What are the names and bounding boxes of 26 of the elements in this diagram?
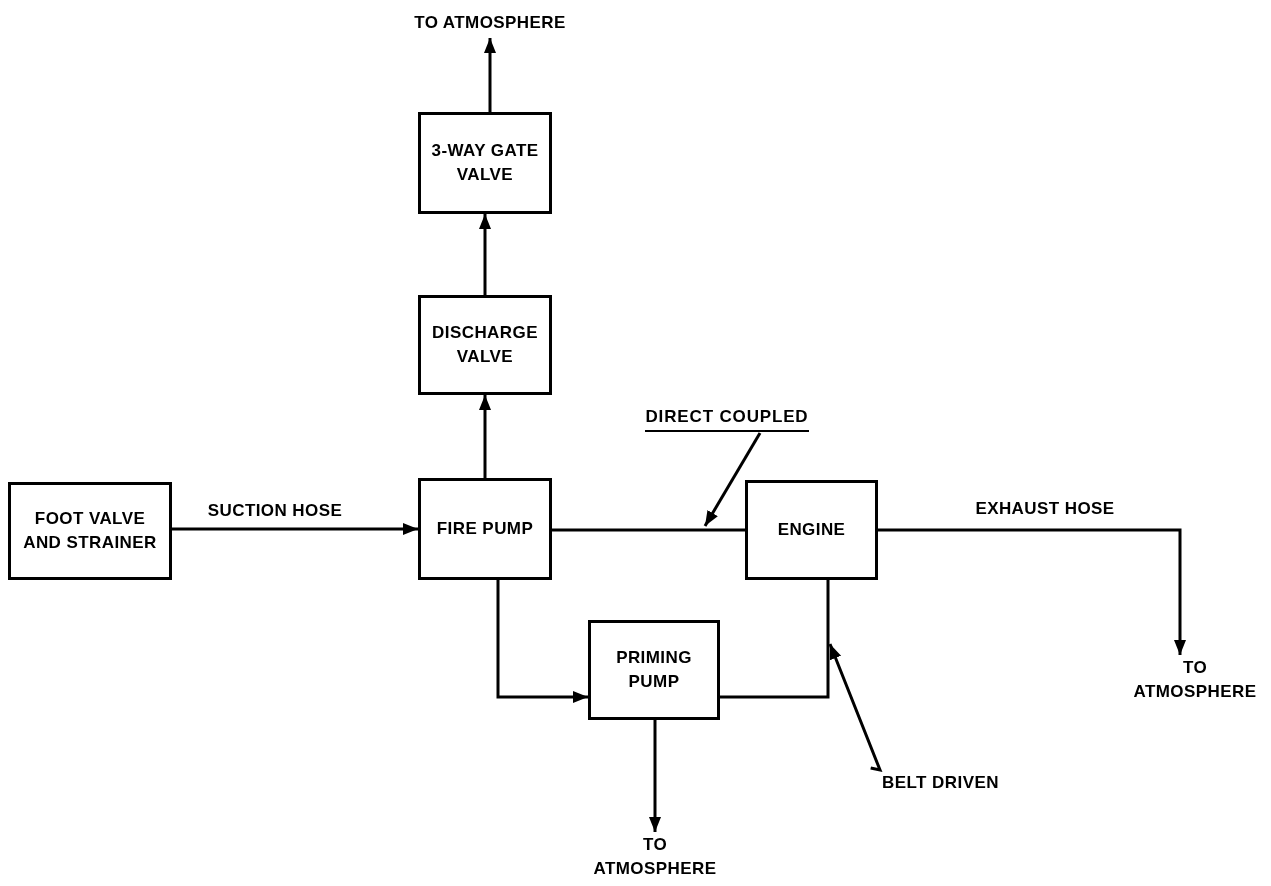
arrow [878, 528, 1186, 655]
node-text: DISCHARGE VALVE [431, 322, 539, 368]
process-box [418, 112, 552, 214]
arrow [172, 523, 418, 535]
outlet-label-text: TO ATMOSPHERE [1132, 657, 1258, 703]
arrow [479, 395, 491, 478]
arrow [484, 38, 496, 112]
callout-label-text: BELT DRIVEN [882, 772, 999, 794]
leader-line [703, 431, 762, 527]
arrow [649, 720, 661, 832]
leader-line [828, 643, 883, 773]
process-box [418, 295, 552, 395]
node-text: FOOT VALVE AND STRAINER [22, 508, 158, 554]
node-text: ENGINE [777, 519, 846, 541]
callout-label-text: DIRECT COUPLED [645, 404, 809, 432]
process-box [745, 480, 878, 580]
node-text: FIRE PUMP [436, 518, 534, 540]
process-box [418, 478, 552, 580]
node-text: PRIMING PUMP [615, 647, 693, 693]
outlet-label-text: TO ATMOSPHERE [593, 834, 717, 880]
arrow [496, 580, 588, 703]
node-text: 3-WAY GATE VALVE [430, 140, 540, 186]
outlet-label-text: TO ATMOSPHERE [414, 12, 566, 34]
process-box [8, 482, 172, 580]
arrow [479, 214, 491, 295]
process-box [588, 620, 720, 720]
